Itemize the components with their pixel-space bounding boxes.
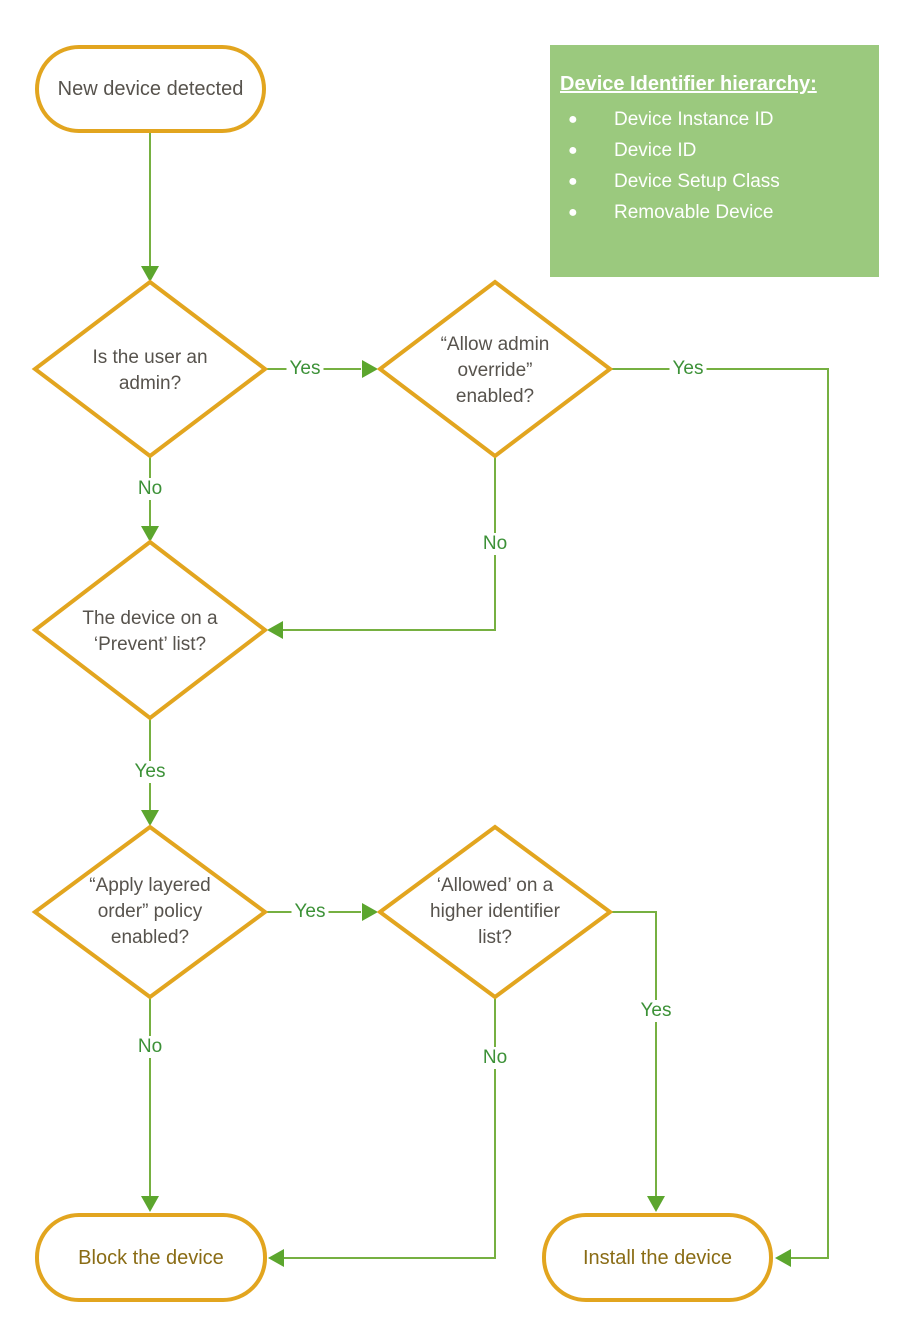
legend-item-label: Removable Device xyxy=(614,202,774,223)
arrowhead-down-icon xyxy=(647,1196,665,1212)
bullet-icon: ● xyxy=(568,204,578,221)
node-prevent-label: The device on a ‘Prevent’ list? xyxy=(82,608,218,655)
legend-item: ● Removable Device xyxy=(560,197,869,228)
connector-line xyxy=(284,997,496,1259)
terminator-block-shape xyxy=(35,1213,267,1302)
edge-label-layered-yes: Yes xyxy=(291,901,329,923)
decision-prevent-shape xyxy=(31,539,269,721)
arrowhead-left-icon xyxy=(775,1249,791,1267)
connector-line xyxy=(283,456,496,631)
legend-item-label: Device Setup Class xyxy=(614,171,780,192)
arrowhead-left-icon xyxy=(267,621,283,639)
legend-box: Device Identifier hierarchy: ● Device In… xyxy=(550,45,879,277)
edge-start-to-admin xyxy=(141,133,159,282)
arrowhead-down-icon xyxy=(141,526,159,542)
edge-label-admin-yes: Yes xyxy=(286,358,324,380)
bullet-icon: ● xyxy=(568,142,578,159)
arrowhead-down-icon xyxy=(141,1196,159,1212)
legend-item: ● Device Setup Class xyxy=(560,166,869,197)
connector-line xyxy=(610,368,829,1259)
decision-admin-shape xyxy=(31,279,269,459)
node-block-label: Block the device xyxy=(78,1246,224,1269)
decision-override-shape xyxy=(376,279,614,459)
legend-item-label: Device Instance ID xyxy=(614,109,774,130)
bullet-icon: ● xyxy=(568,173,578,190)
legend-list: ● Device Instance ID ● Device ID ● Devic… xyxy=(560,104,869,228)
decision-allowed-shape xyxy=(376,824,614,1000)
edge-layered-no-to-block xyxy=(141,997,159,1212)
bullet-icon: ● xyxy=(568,111,578,128)
legend-title: Device Identifier hierarchy: xyxy=(560,73,817,95)
edge-allowed-no-to-block xyxy=(268,997,496,1267)
edge-label-allowed-yes: Yes xyxy=(637,1000,675,1022)
arrowhead-down-icon xyxy=(141,810,159,826)
node-start-label: New device detected xyxy=(57,78,244,100)
edge-override-yes-to-install xyxy=(610,368,829,1267)
arrowhead-down-icon xyxy=(141,266,159,282)
legend-item-label: Device ID xyxy=(614,140,697,161)
edge-label-admin-no: No xyxy=(134,478,166,500)
edge-label-override-no: No xyxy=(479,533,511,555)
node-override-label: “Allow admin override” enabled? xyxy=(440,334,550,407)
terminator-start-shape xyxy=(35,45,266,133)
node-layered-label: “Apply layered order” policy enabled? xyxy=(89,875,211,948)
legend-item: ● Device Instance ID xyxy=(560,104,869,135)
node-install-label: Install the device xyxy=(583,1246,732,1269)
edge-label-allowed-no: No xyxy=(479,1047,511,1069)
edge-label-layered-no: No xyxy=(134,1036,166,1058)
decision-layered-shape xyxy=(31,824,269,1000)
edge-label-prevent-yes: Yes xyxy=(131,761,169,783)
node-admin-label: Is the user an admin? xyxy=(92,347,208,394)
edge-label-override-yes: Yes xyxy=(669,358,707,380)
arrowhead-right-icon xyxy=(362,360,378,378)
arrowhead-right-icon xyxy=(362,903,378,921)
node-allowed-label: ‘Allowed’ on a higher identifier list? xyxy=(430,875,560,948)
edge-allowed-yes-to-install xyxy=(610,911,665,1212)
legend-item: ● Device ID xyxy=(560,135,869,166)
terminator-install-shape xyxy=(542,1213,773,1302)
arrowhead-left-icon xyxy=(268,1249,284,1267)
connector-line xyxy=(610,911,657,1196)
edge-override-no-to-prevent xyxy=(267,456,496,639)
